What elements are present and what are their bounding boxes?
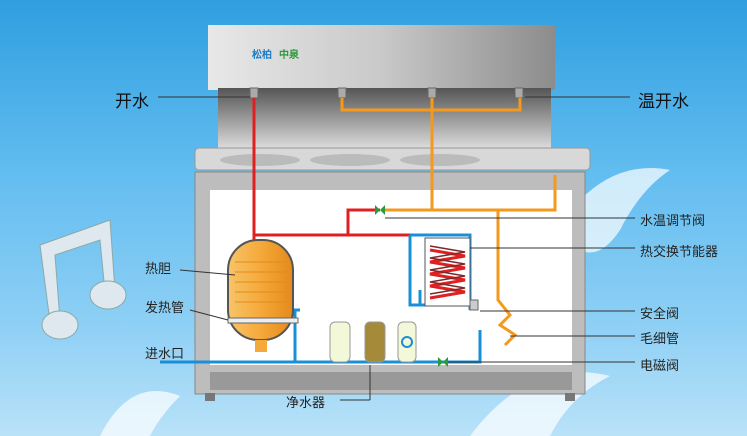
- label-heating-tube: 发热管: [145, 301, 185, 316]
- label-heat-exchanger: 热交换节能器: [640, 245, 719, 260]
- label-warm-water: 温开水: [638, 92, 689, 112]
- label-boiling-water: 开水: [115, 92, 149, 112]
- temp-valve-icon: [375, 205, 385, 215]
- dispensing-recess: [218, 88, 551, 150]
- heating-tube: [227, 317, 299, 324]
- top-panel: [208, 25, 555, 90]
- label-temp-valve: 水温调节阀: [640, 214, 706, 229]
- warm-water-pipes: [340, 98, 557, 347]
- label-solenoid-valve: 电磁阀: [640, 359, 680, 374]
- brand-logo: 松柏 中泉: [252, 46, 299, 61]
- label-hot-tank: 热胆: [145, 262, 172, 277]
- counter-ledge: [194, 147, 591, 171]
- hot-tank: [227, 239, 294, 341]
- label-safety-valve: 安全阀: [640, 307, 680, 322]
- logo-text-left: 松柏: [252, 50, 272, 61]
- label-capillary: 毛细管: [640, 332, 680, 347]
- music-note-decoration: [39, 219, 127, 340]
- solenoid-valve-icon: [438, 357, 448, 367]
- label-water-inlet: 进水口: [145, 347, 185, 362]
- safety-valve: [469, 299, 479, 311]
- water-filters: [329, 321, 417, 363]
- logo-text-right: 中泉: [278, 50, 299, 61]
- label-purifier: 净水器: [286, 396, 326, 411]
